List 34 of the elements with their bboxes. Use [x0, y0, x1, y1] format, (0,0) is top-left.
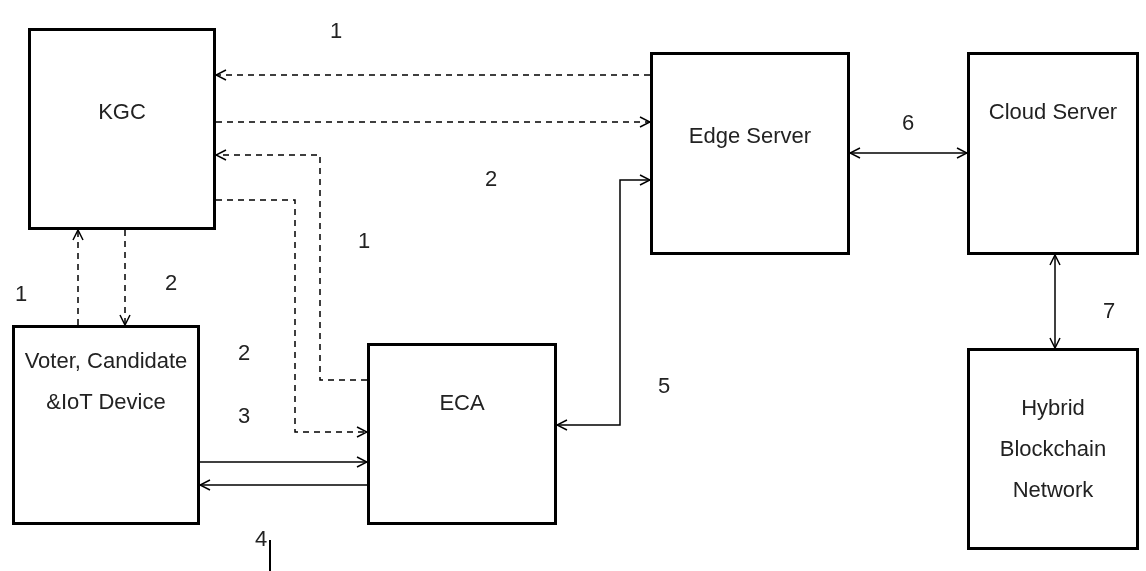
process-box — [12, 325, 200, 525]
box-label: ECA — [438, 389, 486, 417]
process-box — [967, 348, 1139, 550]
box-label: Hybrid Blockchain Network — [998, 394, 1108, 504]
arrow — [215, 149, 368, 381]
box-label: Edge Server — [687, 122, 813, 150]
edge-label: 4 — [255, 528, 268, 550]
edge-label: 1 — [358, 230, 371, 252]
edge-label: 5 — [658, 375, 671, 397]
process-box — [967, 52, 1139, 255]
arrow — [215, 116, 651, 128]
arrow — [849, 147, 968, 159]
arrow — [215, 69, 651, 81]
edge-label: 2 — [238, 342, 251, 364]
edge-label: 6 — [902, 112, 915, 134]
arrow — [215, 199, 368, 438]
arrow — [199, 479, 368, 491]
box-label: KGC — [97, 98, 147, 126]
edge-label: 2 — [165, 272, 178, 294]
arrow — [199, 456, 368, 468]
arrow — [119, 229, 131, 326]
edge-label: 2 — [485, 168, 498, 190]
edge-label: 3 — [238, 405, 251, 427]
edge-label: 1 — [15, 283, 28, 305]
arrow — [556, 174, 651, 431]
arrow — [1049, 254, 1061, 349]
process-box — [650, 52, 850, 255]
process-box — [367, 343, 557, 525]
box-label: Voter, Candidate &IoT Device — [23, 347, 189, 416]
process-box — [28, 28, 216, 230]
edge-label: 1 — [330, 20, 343, 42]
arrow — [72, 229, 84, 326]
box-label: Cloud Server — [987, 98, 1119, 126]
edge-label: 7 — [1103, 300, 1116, 322]
